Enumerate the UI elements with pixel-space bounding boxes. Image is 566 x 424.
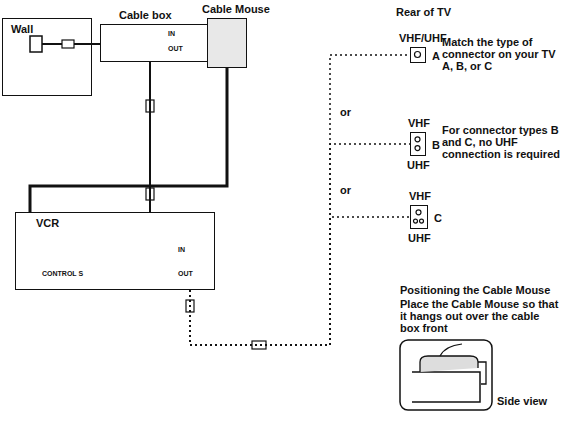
tv-connector: VHFCUHF: [410, 205, 428, 229]
node-text: A: [432, 50, 440, 62]
cable-mouse-side: [420, 356, 478, 372]
coax-plug: [252, 341, 266, 349]
node-text: VCR: [36, 217, 59, 229]
caption: Side view: [497, 395, 547, 407]
jack-hole: [415, 137, 420, 142]
node-text: Wall: [11, 23, 33, 35]
wire: [190, 144, 410, 345]
jack-hole: [416, 210, 421, 215]
node-text: C: [434, 212, 442, 224]
node-text: VHF: [408, 117, 430, 129]
jack-symbol: [411, 48, 425, 62]
mouse-cord: [440, 344, 462, 356]
vcr: VCR: [15, 212, 215, 290]
or-note: or: [340, 184, 351, 196]
coax-plug: [62, 40, 74, 48]
node-text: B: [432, 139, 440, 151]
or-note: or: [340, 106, 351, 118]
dotted-cable: [190, 217, 410, 345]
node-text: UHF: [408, 232, 431, 244]
node-text: Cable box: [119, 9, 172, 21]
jack-hole: [414, 219, 418, 223]
cable-box: Cable box: [100, 24, 215, 62]
jack-hole: [415, 146, 420, 151]
note: For connector types B and C, no UHF conn…: [442, 124, 560, 160]
port-label: CONTROL S: [42, 270, 83, 278]
node-text: Cable Mouse: [202, 3, 270, 15]
wire: [149, 62, 151, 212]
cable-mouse-hang: [478, 362, 486, 384]
dotted-cable: [190, 55, 410, 345]
port-label: IN: [168, 30, 175, 38]
wire: [190, 55, 410, 345]
wire: [30, 68, 227, 212]
node-text: VHF/UHF: [399, 32, 447, 44]
coax-cable: [150, 62, 151, 212]
instruction: Place the Cable Mouse so that it hangs o…: [400, 298, 560, 334]
node-text: UHF: [407, 159, 430, 171]
note: Match the type of connector on your TV A…: [442, 36, 562, 72]
wall: Wall: [2, 18, 92, 96]
coax-cable: [92, 44, 100, 45]
tv-connector: VHF/UHFA: [410, 47, 426, 63]
wall-outlet: [30, 36, 42, 52]
wire: [190, 217, 410, 345]
cable-box-side: [412, 372, 480, 402]
mouse-cable: [30, 68, 227, 212]
jack-symbol: [411, 206, 427, 228]
port-label: OUT: [168, 45, 183, 53]
node-text: VHF: [409, 190, 431, 202]
wire: [92, 43, 100, 45]
port-label: IN: [178, 246, 185, 254]
heading: Rear of TV: [396, 6, 451, 18]
side-view-frame: [400, 340, 492, 410]
jack-symbol: [411, 133, 425, 155]
section-heading: Positioning the Cable Mouse: [400, 284, 564, 296]
dotted-cable: [190, 144, 410, 345]
tv-connector: VHFBUHF: [410, 132, 426, 156]
port-label: OUT: [178, 270, 193, 278]
jack-hole: [415, 52, 421, 58]
cable-mouse: Cable Mouse: [207, 18, 247, 68]
jack-hole: [420, 219, 424, 223]
